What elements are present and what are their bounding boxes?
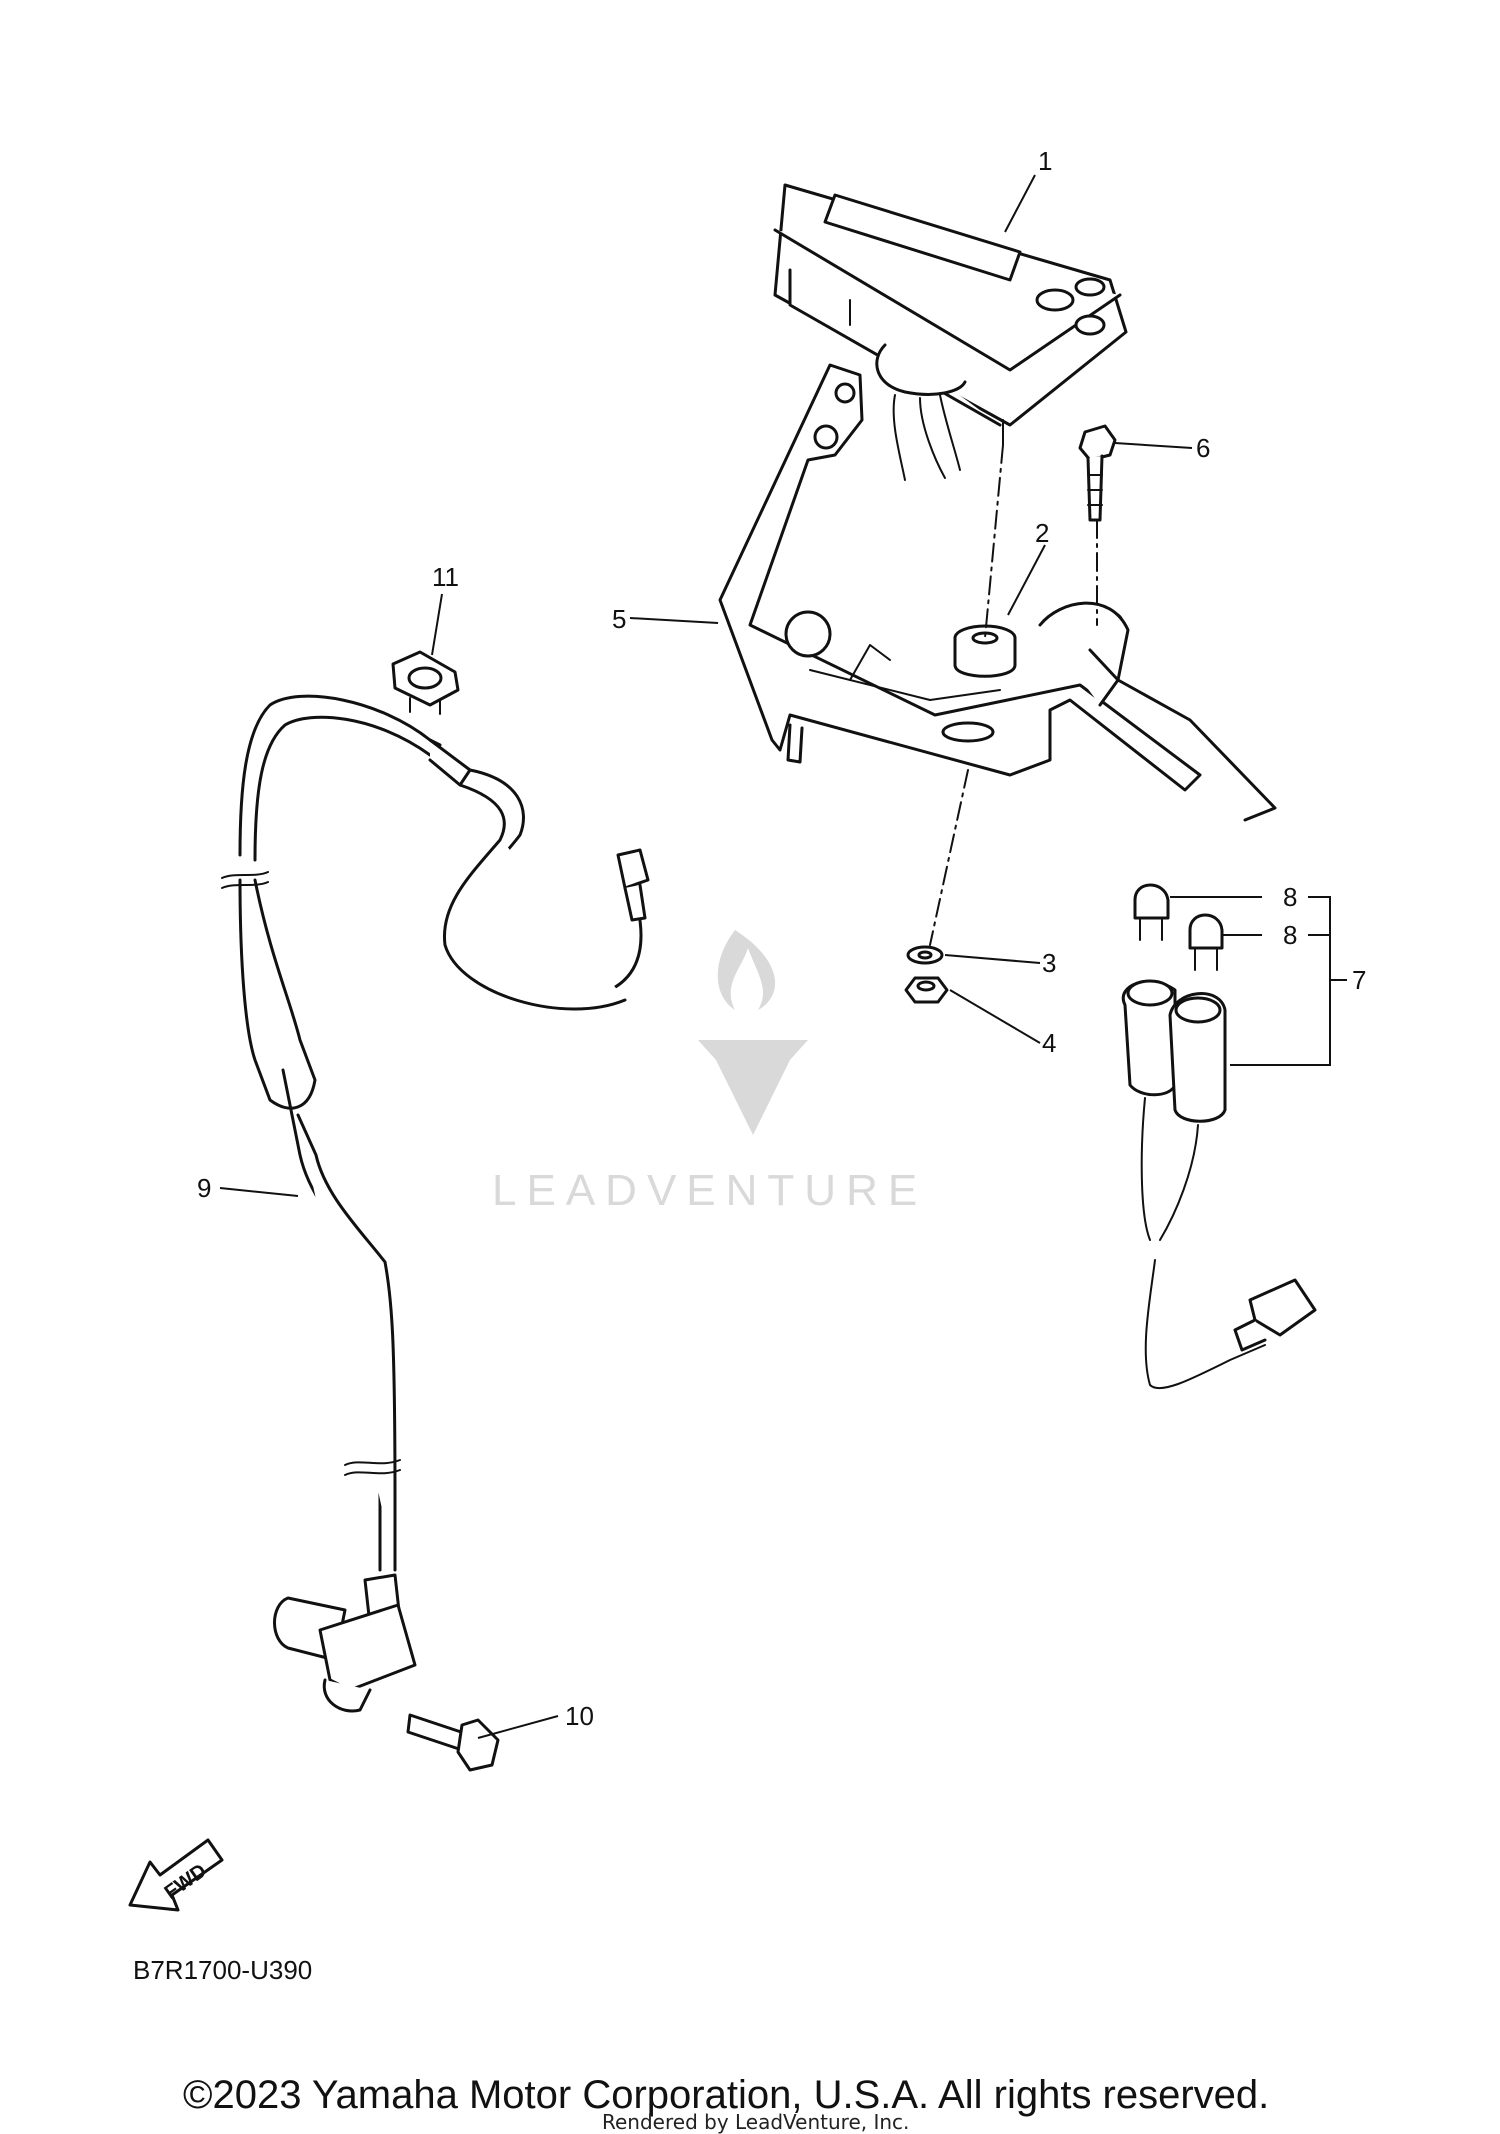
callout-5: 5 <box>612 604 626 634</box>
bulb-part[interactable] <box>1133 883 1170 941</box>
callout-6: 6 <box>1196 433 1210 463</box>
diagram-code: B7R1700-U390 <box>133 1955 313 1985</box>
watermark-logo: LEADVENTURE <box>492 930 927 1215</box>
bulb-part[interactable] <box>1188 913 1224 971</box>
washer-part[interactable] <box>906 945 944 965</box>
callout-11: 11 <box>432 562 459 592</box>
leader-lines <box>219 174 1347 1739</box>
callout-4: 4 <box>1042 1028 1056 1058</box>
callout-8: 8 <box>1283 882 1297 912</box>
callout-10: 10 <box>565 1701 594 1731</box>
sensor-bolt-part[interactable] <box>406 1713 500 1772</box>
callout-2: 2 <box>1035 518 1049 548</box>
bolt-part[interactable] <box>1078 424 1117 522</box>
grommet-part[interactable] <box>953 624 1017 678</box>
clamp-part[interactable] <box>391 650 460 715</box>
nut-part[interactable] <box>904 976 949 1004</box>
assembly-guide-lines <box>929 444 1098 946</box>
speed-sensor-part[interactable] <box>221 694 650 1713</box>
fwd-arrow-icon: FWD <box>128 1838 224 1912</box>
meter-bracket-part[interactable] <box>718 363 1277 822</box>
callout-8: 8 <box>1283 920 1297 950</box>
watermark-text: LEADVENTURE <box>492 1166 927 1215</box>
copyright-text: ©2023 Yamaha Motor Corporation, U.S.A. A… <box>183 2073 1270 2117</box>
rendered-by-text: Rendered by LeadVenture, Inc. <box>602 2110 910 2134</box>
callout-3: 3 <box>1042 948 1056 978</box>
callout-7: 7 <box>1352 965 1366 995</box>
socket-cord-part[interactable] <box>1121 979 1317 1390</box>
callout-9: 9 <box>197 1173 211 1203</box>
callout-1: 1 <box>1038 146 1052 176</box>
meter-unit-part[interactable] <box>773 183 1128 481</box>
